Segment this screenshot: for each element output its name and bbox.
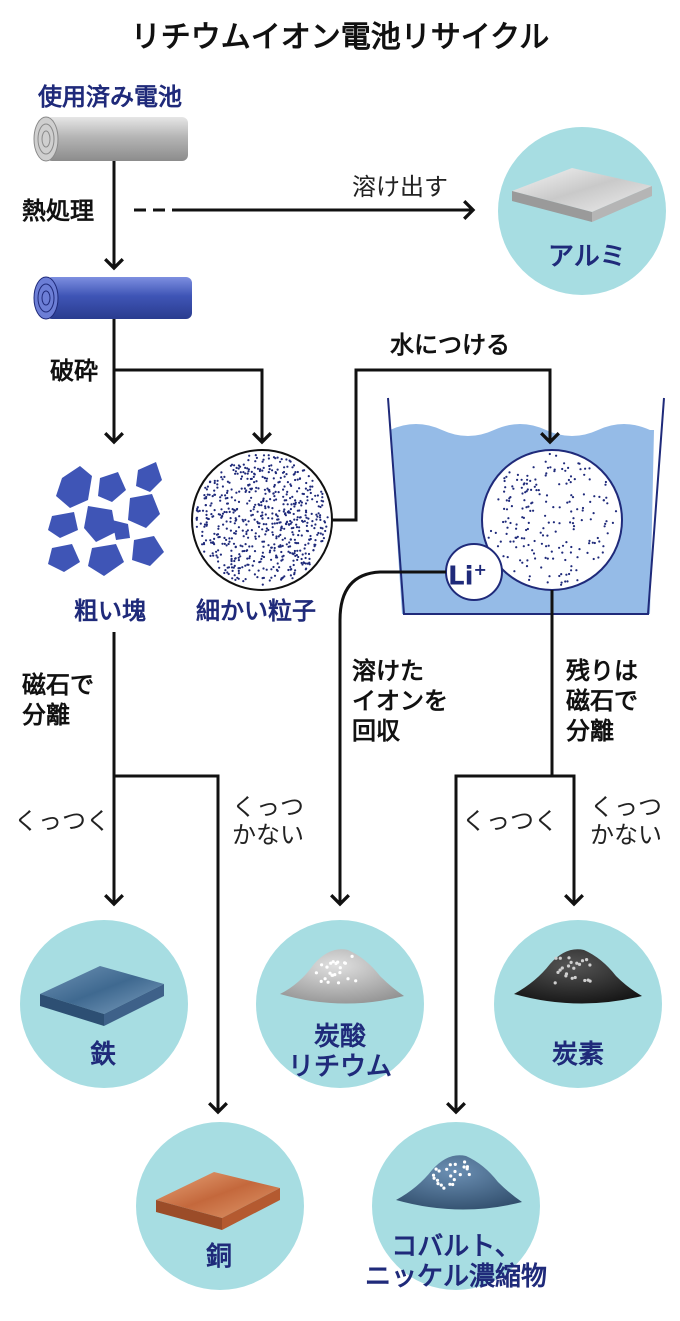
soaked-particles-dots [487,452,618,586]
carbon-sparkles [553,956,592,985]
water-bath-walls [387,397,665,615]
carbon-pile-icon [514,949,642,1004]
used-battery-icon [33,116,188,162]
recover-ions-label-3: 回収 [352,717,400,745]
cobalt-nickel-sparkles [431,1160,471,1190]
copper-plate-icon [156,1172,280,1230]
not-stick-left-label-1: くっつ [232,793,304,821]
li-text: Li [448,561,474,592]
remaining-label-2: 磁石で [566,687,638,715]
lithium-carbonate-pile-icon [280,949,404,1004]
recover-ions-label-1: 溶けた [352,657,424,685]
lithium-carbonate-sparkles [314,954,358,985]
recover-ions-label-2: イオンを [352,687,448,715]
sticks-right-label: くっつく [462,807,558,835]
aluminum-plate-icon [512,168,652,222]
remaining-label-3: 分離 [566,717,614,745]
cobalt-nickel-label-2: ニッケル濃縮物 [364,1262,547,1292]
fine-particles-dots [195,454,329,586]
not-stick-right-label-1: くっつ [590,793,662,821]
fine-particles-label: 細かい粒子 [196,597,316,625]
lithium-carbonate-label-2: リチウム [287,1052,392,1082]
not-stick-right-label-2: かない [590,821,662,849]
not-stick-left-label-2: かない [232,821,304,849]
cobalt-nickel-label-1: コバルト、 [391,1232,521,1262]
magnet-separation-label-1: 磁石で [22,671,94,699]
magnet-separation-label-2: 分離 [22,701,70,729]
sticks-left-label: くっつく [14,807,110,835]
arrow-crush-fine [114,368,272,445]
arrow-cobalt [446,774,552,1115]
arrow-li-recover [330,570,446,907]
used-battery-label: 使用済み電池 [38,83,182,111]
soak-in-water-label: 水につける [390,331,510,359]
lithium-carbonate-label-1: 炭酸 [313,1022,366,1052]
page-title: リチウムイオン電池リサイクル [130,20,550,55]
remaining-label-1: 残りは [566,657,638,685]
arrow-carbon [552,774,584,907]
li-ion-label: Li+ [448,555,487,592]
copper-label: 銅 [206,1242,233,1272]
arrow-soak [332,368,560,522]
heat-treatment-label: 熱処理 [22,197,94,225]
soaked-particles-circle [481,449,623,591]
carbon-label: 炭素 [551,1040,604,1070]
coarse-lumps-icon [48,462,164,576]
treated-battery-icon [33,276,192,320]
iron-plate-icon [40,966,164,1026]
lithium-carbonate-circle [256,920,424,1088]
arrow-copper [114,774,228,1115]
cobalt-nickel-pile-icon [396,1155,522,1210]
carbon-circle [494,920,662,1088]
li-plus-text: + [473,560,487,579]
iron-label: 鉄 [90,1040,117,1070]
crushing-label: 破砕 [50,357,98,385]
coarse-lumps-label: 粗い塊 [74,597,146,625]
aluminum-label: アルミ [548,242,626,272]
dissolve-out-label: 溶け出す [352,173,448,201]
